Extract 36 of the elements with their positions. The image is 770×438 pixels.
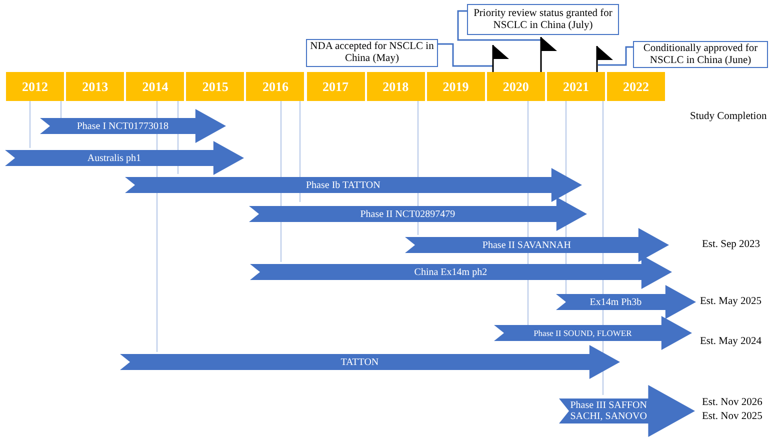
flag-icon [596,46,614,72]
arrow-label: Phase I NCT01773018 [76,120,170,134]
connector-line [457,10,541,41]
arrow-label: China Ex14m ph2 [413,266,488,280]
year-cell: 2018 [366,72,427,101]
flag-icon [492,45,510,72]
column-heading: Study Completion [690,111,767,123]
year-cell: 2020 [486,72,547,101]
year-cell: 2016 [246,72,306,101]
callout-box: Conditionally approved for NSCLC in China (June) [633,41,768,68]
year-cell: 2013 [66,72,126,101]
callout-box: Priority review status granted for NSCLC in China (July) [467,4,619,35]
year-cell: 2017 [306,72,367,101]
completion-date: Est. May 2024 [700,336,762,348]
arrow-label: TATTON [340,356,380,370]
completion-date: Est. Nov 2025 [702,411,762,423]
arrow-label: Phase III SAFFON SACHI, SANOVO [569,399,648,424]
arrow-label: Australis ph1 [86,152,142,166]
arrow-label: Phase Ib TATTON [305,178,382,192]
arrow-label: Phase II SAVANNAH [481,238,572,252]
year-cell: 2021 [546,72,607,101]
connector-line [598,46,633,66]
year-cell: 2022 [607,72,668,101]
arrow-label: Phase II NCT02897479 [359,208,456,222]
year-cell: 2019 [426,72,487,101]
year-cell: 2015 [186,72,246,101]
completion-date: Est. May 2025 [700,296,762,308]
connector-line [438,43,493,67]
flag-icon [540,37,558,72]
year-cell: 2014 [126,72,186,101]
completion-date: Est. Nov 2026 [702,397,762,409]
arrow-label: Phase II SOUND, FLOWER [532,326,633,340]
year-cell: 2012 [6,72,66,101]
arrow-label: Ex14m Ph3b [588,296,643,310]
completion-date: Est. Sep 2023 [702,239,760,251]
callout-box: NDA accepted for NSCLC in China (May) [306,39,438,67]
